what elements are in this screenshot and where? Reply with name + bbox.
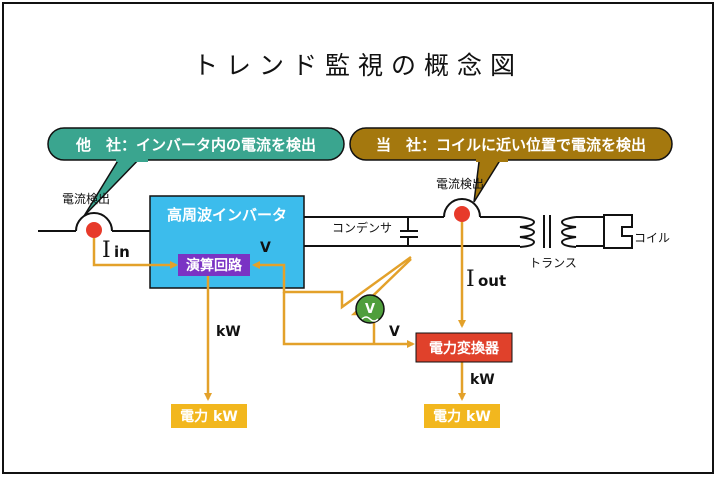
sensor-left-label: 電流検出 (62, 192, 110, 206)
circuit-wiring (38, 216, 520, 247)
power-output-right-label: 電力 kW (433, 408, 491, 425)
diagram-frame: トレンド監視の概念図 他 社：インバータ内の電流を検出 当 社：コイルに近い位置… (2, 2, 714, 474)
current-in-symbol: I (102, 238, 111, 263)
callout-our-company-text: 当 社：コイルに近い位置で電流を検出 (376, 136, 646, 154)
transformer-secondary-coil (560, 216, 577, 248)
current-in-label: I in (102, 238, 130, 263)
current-out-symbol: I (466, 267, 475, 292)
inverter-label: 高周波インバータ (167, 206, 287, 224)
voltage-label-mid: V (389, 324, 400, 340)
coil (576, 214, 633, 249)
transformer-core (543, 215, 551, 248)
voltmeter: V (355, 294, 385, 324)
power-converter-box (415, 332, 513, 363)
coil-label: コイル (634, 231, 670, 245)
sensor-right (443, 198, 481, 222)
callout-competitor: 他 社：インバータ内の電流を検出 (47, 127, 345, 217)
sensor-right-label: 電流検出 (436, 177, 484, 191)
callout-competitor-text: 他 社：インバータ内の電流を検出 (75, 136, 316, 154)
compute-label: 演算回路 (186, 257, 243, 274)
current-out-label: I out (466, 267, 506, 292)
sensor-left (75, 212, 113, 238)
kw-label-right: kW (470, 372, 495, 388)
power-output-left-box (171, 404, 247, 428)
power-output-left-label: 電力 kW (180, 408, 238, 425)
trend-monitoring-diagram: トレンド監視の概念図 他 社：インバータ内の電流を検出 当 社：コイルに近い位置… (38, 51, 673, 428)
compute-box (178, 254, 250, 276)
voltage-label-top: V (260, 240, 271, 256)
capacitor-label: コンデンサ (332, 220, 392, 235)
transformer-label: トランス (529, 256, 577, 270)
current-out-subscript: out (478, 272, 506, 290)
transformer-primary-coil (519, 216, 536, 248)
power-output-right-box (424, 404, 500, 428)
kw-label-left: kW (216, 324, 241, 340)
current-in-subscript: in (114, 243, 130, 261)
power-converter-label: 電力変換器 (429, 340, 500, 357)
voltmeter-symbol: V (365, 302, 375, 317)
page-title: トレンド監視の概念図 (193, 51, 523, 80)
callout-our-company: 当 社：コイルに近い位置で電流を検出 (349, 127, 673, 203)
